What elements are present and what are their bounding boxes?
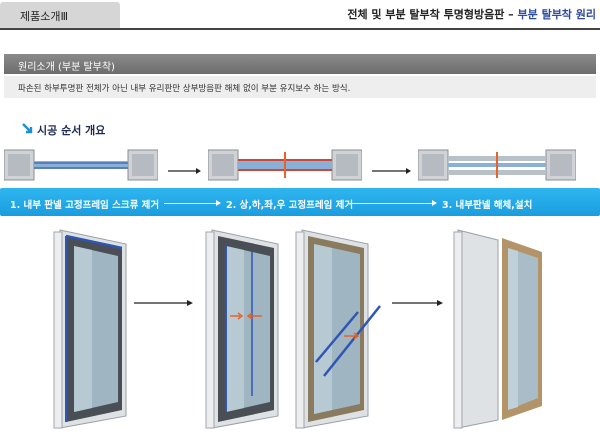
- step-connector: [352, 200, 437, 206]
- header-divider: [0, 28, 600, 30]
- arrow-right-icon: [168, 160, 202, 179]
- step-1-label: 1. 내부 판넬 고정프레임 스크류 제거: [10, 200, 160, 211]
- page-title: 전체 및 부분 탈부착 투명형방음판 – 부분 탈부착 원리: [347, 6, 596, 22]
- arrow-right-icon: [134, 292, 194, 311]
- header-tab: 제품소개Ⅲ: [0, 2, 120, 28]
- section-title: 원리소개 (부분 탈부착): [18, 62, 115, 73]
- page-title-accent: 부분 탈부착 원리: [517, 8, 597, 21]
- procedure-heading-text: 시공 순서 개요: [37, 124, 106, 137]
- arrow-right-icon: [392, 292, 444, 311]
- section-description: 파손된 하부투명판 전체가 아닌 내부 유리판만 상부방음판 해체 없이 부분 …: [4, 76, 596, 98]
- procedure-steps-bar: 1. 내부 판넬 고정프레임 스크류 제거 2. 상,하,좌,우 고정프레임 제…: [0, 188, 600, 216]
- arrow-down-right-icon: [22, 123, 33, 137]
- section-title-bar: 원리소개 (부분 탈부착): [4, 54, 596, 74]
- plan-view-3: [418, 148, 576, 182]
- panel-illustration-1: [52, 226, 132, 434]
- panel-illustration-2: [204, 226, 284, 434]
- plan-view-2: [208, 148, 362, 182]
- page-header: 제품소개Ⅲ 전체 및 부분 탈부착 투명형방음판 – 부분 탈부착 원리: [0, 0, 600, 30]
- panel-illustration-4: [452, 226, 544, 434]
- step-2-label: 2. 상,하,좌,우 고정프레임 제거: [226, 200, 354, 211]
- step-connector: [164, 200, 221, 206]
- page-title-main: 전체 및 부분 탈부착 투명형방음판 –: [347, 8, 518, 21]
- procedure-heading: 시공 순서 개요: [22, 122, 105, 138]
- section-description-text: 파손된 하부투명판 전체가 아닌 내부 유리판만 상부방음판 해체 없이 부분 …: [18, 84, 351, 94]
- panel-illustration-3: [294, 226, 384, 434]
- plan-view-1: [4, 148, 158, 182]
- arrow-right-icon: [372, 160, 412, 179]
- step-3-label: 3. 내부판넬 해체,설치: [442, 200, 533, 211]
- header-tab-label: 제품소개Ⅲ: [20, 10, 69, 23]
